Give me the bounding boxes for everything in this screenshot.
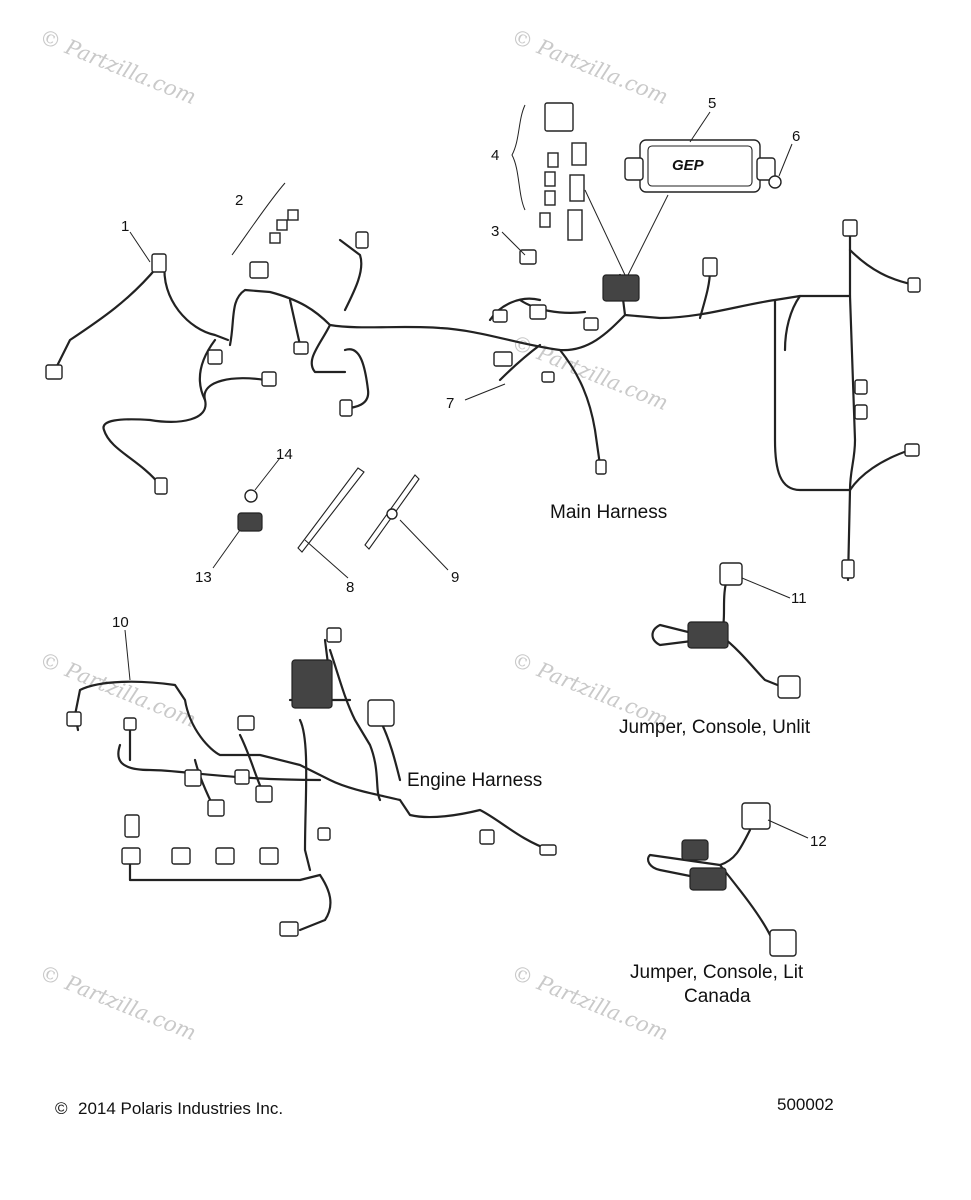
- main-harness-label: Main Harness: [550, 502, 667, 523]
- connector: [339, 399, 353, 417]
- connector: [261, 371, 277, 387]
- connector: [121, 847, 141, 865]
- part-6-nut: [768, 175, 782, 189]
- callout-7: 7: [446, 395, 454, 412]
- connector: [124, 814, 140, 838]
- connector: [529, 304, 547, 320]
- connector: [854, 379, 868, 395]
- connector: [541, 371, 555, 383]
- part-11-jumper-unlit: [651, 562, 801, 699]
- connector: [907, 277, 921, 293]
- connector: [583, 317, 599, 331]
- callout-1: 1: [121, 218, 129, 235]
- callout-11: 11: [791, 590, 807, 607]
- connector: [842, 219, 858, 237]
- assembly-titles: Main Harness Engine Harness Jumper, Cons…: [407, 502, 811, 1007]
- callout-9: 9: [451, 569, 459, 586]
- connector: [45, 364, 63, 380]
- connector: [326, 627, 342, 643]
- watermark: © Partzilla.com: [36, 960, 199, 1045]
- module-logo: GEP: [672, 157, 705, 174]
- part-12-jumper-lit: [646, 802, 797, 957]
- watermark: © Partzilla.com: [36, 647, 199, 732]
- connector: [184, 769, 202, 787]
- connector: [207, 799, 225, 817]
- connector: [741, 802, 771, 830]
- connector: [123, 717, 137, 731]
- callout-5: 5: [708, 95, 716, 112]
- watermark: © Partzilla.com: [36, 24, 199, 109]
- connector: [602, 274, 640, 302]
- part-1-sub-harness: [45, 253, 277, 495]
- connector: [279, 921, 299, 937]
- connector: [154, 477, 168, 495]
- connector: [259, 847, 279, 865]
- connector: [171, 847, 191, 865]
- connector: [291, 659, 333, 709]
- connector: [355, 231, 369, 249]
- main-harness: [228, 219, 921, 582]
- connector: [293, 341, 309, 355]
- connector: [539, 844, 557, 856]
- jumper-unlit-label: Jumper, Console, Unlit: [619, 717, 811, 738]
- figure-number: 500002: [777, 1095, 834, 1114]
- connector: [702, 257, 718, 277]
- callout-4: 4: [491, 147, 499, 164]
- connector: [904, 443, 920, 457]
- connector: [317, 827, 331, 841]
- part-4-relays-fuses: [511, 102, 587, 241]
- part-8-9-tie-straps: [297, 467, 420, 553]
- connector: [595, 459, 607, 475]
- connector: [841, 559, 855, 579]
- part-13-14-fastener: [237, 489, 263, 532]
- callout-10: 10: [112, 614, 129, 631]
- callout-3: 3: [491, 223, 499, 240]
- connector: [249, 261, 269, 279]
- copyright-symbol: ©: [55, 1099, 68, 1118]
- callout-numbers: 1 2 3 4 5 6 7 8 9 10 11 12 13 14: [112, 95, 827, 850]
- callout-2: 2: [235, 192, 243, 209]
- callout-8: 8: [346, 579, 354, 596]
- connector: [854, 404, 868, 420]
- connector: [215, 847, 235, 865]
- callout-14: 14: [276, 446, 293, 463]
- callout-6: 6: [792, 128, 800, 145]
- connector: [479, 829, 495, 845]
- connector: [777, 675, 801, 699]
- callout-12: 12: [810, 833, 827, 850]
- connector: [237, 715, 255, 731]
- jumper-lit-label: Jumper, Console, Lit: [630, 962, 804, 983]
- connector: [719, 562, 743, 586]
- callout-13: 13: [195, 569, 212, 586]
- connector: [255, 785, 273, 803]
- connector: [687, 621, 729, 649]
- connector: [367, 699, 395, 727]
- connector: [681, 839, 709, 861]
- watermark: © Partzilla.com: [508, 24, 671, 109]
- connector: [234, 769, 250, 785]
- connector: [689, 867, 727, 891]
- copyright-text: 2014 Polaris Industries Inc.: [78, 1099, 283, 1118]
- connector: [66, 711, 82, 727]
- engine-harness: [66, 627, 557, 937]
- footer: © 2014 Polaris Industries Inc. 500002: [55, 1095, 834, 1118]
- callout-leaders: [124, 111, 809, 839]
- engine-harness-label: Engine Harness: [407, 770, 542, 791]
- connector: [769, 929, 797, 957]
- part-2-terminals: [231, 182, 299, 256]
- connector: [493, 351, 513, 367]
- jumper-lit-label-canada: Canada: [684, 986, 751, 1007]
- connector: [207, 349, 223, 365]
- connector: [151, 253, 167, 273]
- connector: [492, 309, 508, 323]
- part-5-gep-module: GEP: [584, 139, 776, 276]
